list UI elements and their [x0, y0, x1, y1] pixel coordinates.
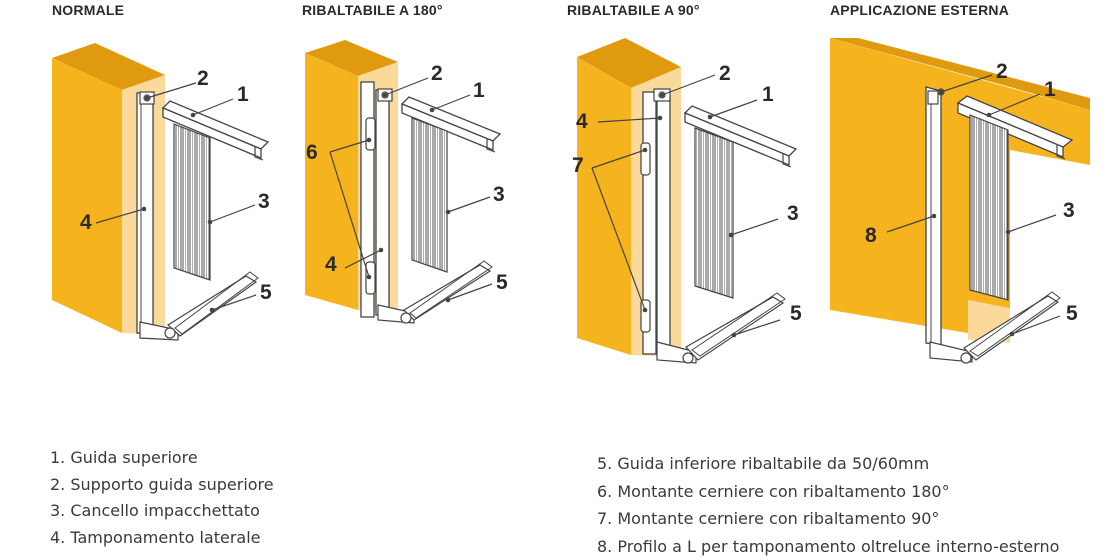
callout-3: 3 — [493, 183, 505, 206]
callout-1: 1 — [1044, 78, 1056, 101]
callout-5: 5 — [1066, 302, 1078, 325]
callout-6: 6 — [306, 141, 318, 164]
callout-5: 5 — [496, 271, 508, 294]
callout-2: 2 — [996, 60, 1008, 83]
panel-ribaltabile-180: 2 1 6 3 4 5 — [305, 40, 508, 323]
callout-2: 2 — [719, 62, 731, 85]
wall-front — [52, 58, 122, 333]
stacked-gate — [412, 118, 447, 272]
stacked-gate — [695, 128, 733, 298]
legend-item-2: 2. Supporto guida superiore — [50, 472, 274, 499]
panel-normale: 2 1 4 3 5 — [52, 43, 272, 340]
stacked-gate — [970, 115, 1008, 300]
legend-item-1: 1. Guida superiore — [50, 445, 274, 472]
legend-item-6: 6. Montante cerniere con ribaltamento 18… — [597, 478, 1059, 506]
callout-1: 1 — [473, 79, 485, 102]
callout-8: 8 — [865, 224, 877, 247]
legend-item-8: 8. Profilo a L per tamponamento oltreluc… — [597, 533, 1059, 560]
legend-item-5: 5. Guida inferiore ribaltabile da 50/60m… — [597, 450, 1059, 478]
side-upright — [376, 90, 389, 315]
legend-left: 1. Guida superiore 2. Supporto guida sup… — [50, 445, 274, 551]
legend-item-3: 3. Cancello impacchettato — [50, 498, 274, 525]
side-upright — [137, 93, 153, 333]
callout-5: 5 — [260, 281, 272, 304]
wall-front — [577, 57, 631, 355]
callout-4: 4 — [80, 211, 92, 234]
callout-3: 3 — [258, 190, 270, 213]
legend-item-4: 4. Tamponamento laterale — [50, 525, 274, 552]
panel-ribaltabile-90: 2 4 1 7 3 5 — [572, 38, 802, 363]
legend-item-7: 7. Montante cerniere con ribaltamento 90… — [597, 505, 1059, 533]
panel-applicazione-esterna: 2 1 8 3 5 — [830, 38, 1090, 363]
callout-2: 2 — [197, 67, 209, 90]
stacked-gate — [174, 124, 210, 280]
callout-3: 3 — [787, 202, 799, 225]
callout-5: 5 — [790, 302, 802, 325]
callout-2: 2 — [431, 62, 443, 85]
callout-1: 1 — [762, 83, 774, 106]
side-upright — [657, 96, 670, 350]
callout-4: 4 — [325, 253, 337, 276]
callout-7: 7 — [572, 154, 584, 177]
legend-right: 5. Guida inferiore ribaltabile da 50/60m… — [597, 450, 1059, 560]
callout-1: 1 — [237, 83, 249, 106]
callout-4: 4 — [576, 110, 588, 133]
callout-3: 3 — [1063, 199, 1075, 222]
